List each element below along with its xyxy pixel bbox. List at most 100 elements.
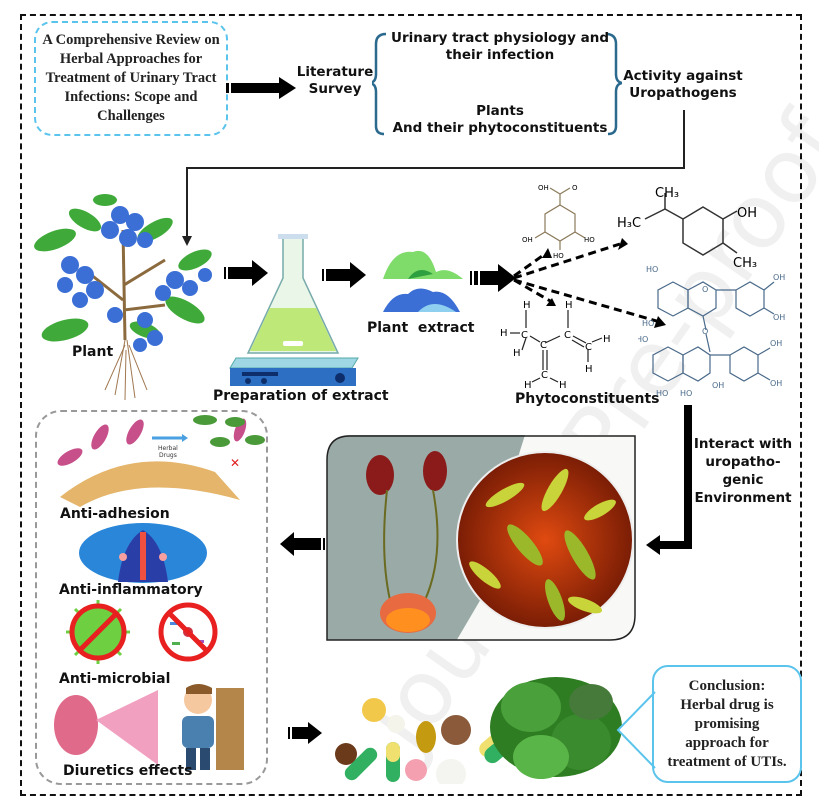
title-text: A Comprehensive Review on Herbal Approac… <box>42 32 220 124</box>
svg-text:HO: HO <box>584 236 595 244</box>
berries-icon <box>57 206 212 352</box>
prohibit-icon <box>69 603 127 661</box>
thymol-structure: CH₃ H₃C OH CH₃ <box>617 186 757 270</box>
gallic-acid-structure: OH O OH HO HO <box>522 184 595 260</box>
blocked-x-icon: ✕ <box>230 456 240 470</box>
interact-line1: Interact with <box>693 436 793 452</box>
arrow-to-literature <box>226 77 296 99</box>
interact-line4: Environment <box>694 490 792 506</box>
svg-text:C: C <box>564 330 571 341</box>
bacteria-magnified-circle <box>456 451 634 629</box>
preparation-label: Preparation of extract <box>213 388 389 404</box>
svg-text:HO: HO <box>638 335 648 344</box>
extract-label: Plant extract <box>367 320 475 336</box>
phytoconstituents-label: Phytoconstituents <box>515 391 660 407</box>
ureters <box>383 489 439 601</box>
effect-anti-microbial: Anti-microbial <box>59 671 171 687</box>
svg-text:O: O <box>702 285 708 294</box>
svg-text:OH: OH <box>773 273 785 282</box>
activity-line2: Uropathogens <box>629 85 737 101</box>
conclusion-line2: Herbal drug is <box>680 696 774 713</box>
topic-plants-line1: Plants <box>476 103 524 119</box>
dashed-arrows <box>513 242 661 324</box>
callout-pointer <box>616 691 656 769</box>
activity-line1: Activity against <box>623 68 743 84</box>
literature-survey-label: Literature Survey <box>293 64 377 98</box>
herbal-drugs-label-2: Drugs <box>159 452 177 459</box>
svg-text:O: O <box>572 184 578 192</box>
flask-hotplate-image <box>229 234 359 386</box>
svg-text:C: C <box>541 370 548 381</box>
door-icon <box>216 688 244 770</box>
svg-text:HO: HO <box>656 389 668 398</box>
svg-text:H: H <box>603 334 611 345</box>
topic-urinary-line2: their infection <box>445 47 555 63</box>
svg-text:OH: OH <box>770 339 782 348</box>
diuretics-image <box>54 684 244 770</box>
svg-text:OH: OH <box>773 313 785 322</box>
outer-frame <box>20 14 802 796</box>
arrow-to-effects <box>280 532 325 556</box>
interact-line2: uropatho- <box>705 454 781 470</box>
arrow-to-extract <box>322 262 366 288</box>
svg-text:C: C <box>521 330 528 341</box>
conclusion-line5: treatment of UTIs. <box>667 753 787 770</box>
kidney-icon <box>54 695 98 755</box>
svg-text:OH: OH <box>770 379 782 388</box>
bacteria-icons <box>57 418 247 466</box>
effect-anti-inflammatory: Anti-inflammatory <box>59 582 203 598</box>
svg-text:OH: OH <box>522 236 533 244</box>
effect-anti-adhesion: Anti-adhesion <box>60 506 170 522</box>
svg-text:OH: OH <box>712 381 724 390</box>
conclusion-box: Conclusion: Herbal drug is promising app… <box>652 665 802 783</box>
bacteria-icons <box>469 468 616 621</box>
svg-text:HO: HO <box>553 252 564 260</box>
literature-line1: Literature <box>296 64 374 80</box>
left-kidney-icon <box>366 455 394 495</box>
svg-text:O: O <box>702 327 708 336</box>
arrow-to-preparation <box>224 260 268 286</box>
herbal-drugs-label-1: Herbal <box>158 445 178 452</box>
anti-inflammatory-image <box>79 523 207 583</box>
hotplate-top <box>229 357 359 369</box>
cell-membrane-icon <box>60 461 240 507</box>
svg-text:H₃C: H₃C <box>617 216 641 231</box>
procyanidin-structure: HO OH OH HO O O HO OH OH HO HO OH <box>638 265 785 398</box>
arrow-interact-to-urinary <box>646 405 692 555</box>
person-body-icon <box>182 716 214 748</box>
conclusion-line4: approach for <box>685 734 769 751</box>
blueberry-plant-image <box>34 194 212 400</box>
svg-text:CH₃: CH₃ <box>733 256 757 270</box>
roots-icon <box>104 339 148 400</box>
pills-icons <box>335 698 517 784</box>
conclusion-line1: Conclusion: <box>688 677 766 694</box>
svg-text:H: H <box>524 380 532 388</box>
svg-text:HO: HO <box>646 265 658 274</box>
svg-text:HO: HO <box>680 389 692 398</box>
svg-text:C: C <box>540 340 547 351</box>
svg-text:OH: OH <box>538 184 549 192</box>
herbal-leaf-icons <box>193 415 265 447</box>
activity-label: Activity against Uropathogens <box>618 68 748 102</box>
pills-and-herbs-image <box>335 677 622 784</box>
topic-plants-line2: And their phytoconstituents <box>392 120 608 136</box>
plant-label: Plant <box>72 344 114 360</box>
stem-icon <box>84 229 166 341</box>
arrow-to-phytoconstituents <box>470 238 666 328</box>
svg-text:H: H <box>523 300 531 311</box>
conclusion-line3: promising <box>694 715 760 732</box>
topic-braces <box>372 32 622 136</box>
plant-extract-image <box>383 250 463 312</box>
interact-label: Interact with uropatho- genic Environmen… <box>693 435 793 507</box>
svg-text:H: H <box>585 364 593 375</box>
svg-text:H: H <box>565 300 573 311</box>
svg-text:H: H <box>500 328 508 339</box>
left-brace-icon <box>372 32 387 136</box>
topic-plants: Plants And their phytoconstituents <box>385 103 615 137</box>
svg-text:C: C <box>585 342 592 353</box>
topic-urinary-line1: Urinary tract physiology and <box>391 30 609 46</box>
svg-text:OH: OH <box>737 206 757 221</box>
title-box: A Comprehensive Review on Herbal Approac… <box>34 21 228 136</box>
herbs-icons <box>490 677 622 779</box>
green-powder-icon <box>383 250 463 279</box>
